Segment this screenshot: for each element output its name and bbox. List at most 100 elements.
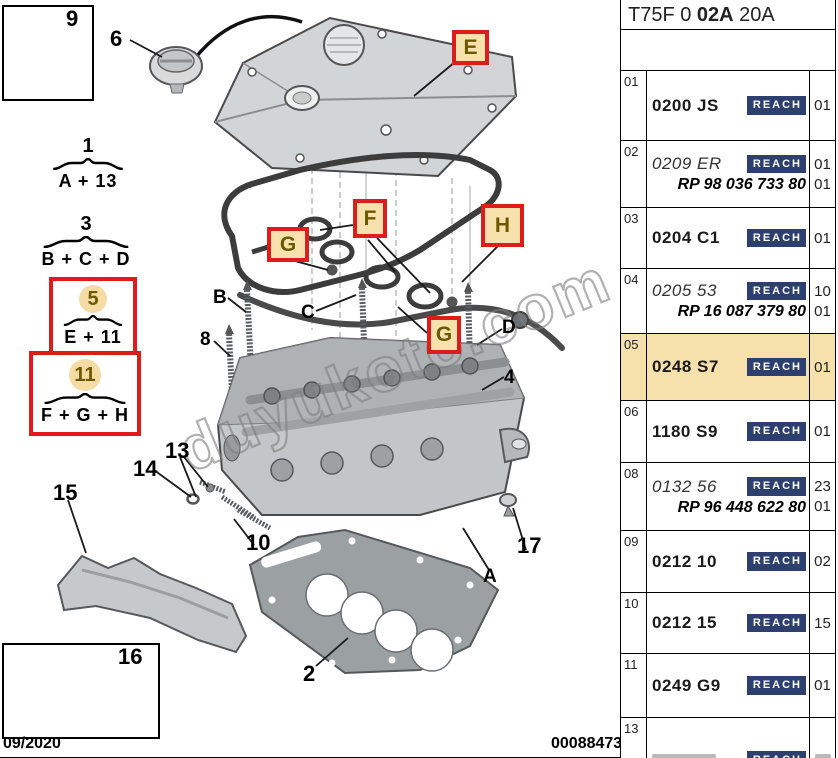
- table-row-08[interactable]: 08 0132 56 REACH RP 96 448 622 80 23 01: [621, 463, 835, 531]
- row-index: 01: [621, 71, 647, 140]
- quantity: 10: [814, 282, 831, 300]
- group-3-number: 3: [80, 213, 92, 235]
- part-code: 0200 JS: [652, 95, 719, 115]
- table-row-09[interactable]: 09 0212 10 REACH 02: [621, 531, 835, 593]
- replacement-part-code: RP 96 448 622 80: [677, 498, 806, 516]
- group-3-formula: B + C + D: [41, 249, 131, 269]
- part-code: 0209 ER: [652, 154, 722, 173]
- brace: [53, 158, 123, 170]
- reach-badge[interactable]: REACH: [746, 422, 806, 441]
- clipped-part-code: [652, 753, 716, 758]
- quantity: 23: [814, 478, 831, 495]
- callout-G-right[interactable]: G: [427, 316, 461, 354]
- rp-quantity: 01: [814, 498, 831, 515]
- row-index: 10: [621, 593, 647, 653]
- label-2: 2: [303, 661, 316, 686]
- row-index: 05: [621, 334, 647, 400]
- callout-F[interactable]: F: [353, 199, 387, 238]
- exploded-diagram-art: [17, 14, 565, 724]
- quantity: 01: [814, 423, 831, 440]
- inset-box-part-9: [2, 5, 94, 101]
- label-4: 4: [504, 367, 515, 388]
- row-index: 02: [621, 141, 647, 207]
- rp-quantity: 01: [814, 302, 831, 320]
- reach-badge[interactable]: REACH: [746, 552, 806, 571]
- part-code: 0132 56: [652, 476, 717, 496]
- group-3: 3 B + C + D: [38, 214, 134, 270]
- label-B: B: [213, 287, 227, 308]
- table-row-03[interactable]: 03 0204 C1 REACH 01: [621, 208, 835, 269]
- quantity: 01: [814, 229, 831, 247]
- reach-badge[interactable]: REACH: [746, 281, 806, 301]
- inset-box-part-16: [2, 643, 160, 739]
- group-1-number: 1: [82, 135, 94, 157]
- group-1: 1 A + 13: [48, 136, 128, 192]
- callout-G-left[interactable]: G: [267, 227, 309, 262]
- reach-badge[interactable]: REACH: [746, 228, 806, 248]
- table-row-13-partial[interactable]: 13 REACH: [621, 718, 835, 758]
- group-5-number: 5: [87, 288, 99, 310]
- catalog-code-header: T75F 0 02A 20A: [621, 0, 835, 30]
- part-code: 0205 53: [652, 281, 717, 300]
- parts-table-panel: T75F 0 02A 20A 01 0200 JS REACH 01 02 02…: [620, 0, 838, 758]
- part-code: 0249 G9: [652, 675, 721, 695]
- breather-pipe: [237, 292, 565, 351]
- clipped-quantity: [814, 754, 831, 758]
- row-index: 03: [621, 208, 647, 268]
- group-11[interactable]: 11 F + G + H: [29, 351, 141, 436]
- label-16: 16: [118, 644, 143, 669]
- leader-lines: [67, 39, 527, 667]
- group-11-formula: F + G + H: [40, 405, 130, 425]
- quantity: 01: [814, 155, 831, 173]
- table-row-11[interactable]: 11 0249 G9 REACH 01: [621, 654, 835, 718]
- quantity: 01: [814, 677, 831, 694]
- brace: [43, 236, 129, 248]
- callout-E[interactable]: E: [452, 30, 489, 65]
- part-code: 0204 C1: [652, 228, 720, 247]
- reach-badge[interactable]: REACH: [746, 154, 806, 174]
- rp-quantity: 01: [814, 175, 831, 193]
- group-5[interactable]: 5 E + 11: [49, 277, 137, 358]
- parts-table: T75F 0 02A 20A 01 0200 JS REACH 01 02 02…: [621, 0, 836, 758]
- quantity: 01: [814, 358, 831, 376]
- row-index: 04: [621, 269, 647, 333]
- table-row-01[interactable]: 01 0200 JS REACH 01: [621, 71, 835, 141]
- part-code: 0248 S7: [652, 357, 719, 376]
- reach-badge[interactable]: REACH: [746, 96, 806, 115]
- reach-badge[interactable]: REACH: [746, 477, 806, 496]
- row-index: 06: [621, 401, 647, 462]
- label-10: 10: [246, 530, 271, 555]
- replacement-part-code: RP 98 036 733 80: [677, 176, 806, 193]
- part-code: 1180 S9: [652, 421, 718, 441]
- label-C: C: [301, 302, 315, 323]
- catalog-code-bold: 02A: [696, 4, 734, 26]
- group-5-formula: E + 11: [64, 327, 122, 347]
- label-9: 9: [66, 6, 79, 31]
- brace: [63, 315, 123, 326]
- reach-badge[interactable]: REACH: [746, 751, 806, 758]
- exploded-diagram-panel: duyukoto.com 9 16 6 B 8 C D 4 13 14 15 1…: [0, 5, 620, 758]
- drawing-number: 00088473: [551, 735, 620, 752]
- label-17: 17: [517, 533, 542, 558]
- reach-badge[interactable]: REACH: [746, 676, 806, 695]
- oil-filler-cap: [149, 46, 203, 94]
- table-row-05-selected[interactable]: 05 0248 S7 REACH 01: [621, 334, 835, 401]
- row-index: 08: [621, 463, 647, 530]
- table-row-10[interactable]: 10 0212 15 REACH 15: [621, 593, 835, 654]
- label-D: D: [502, 317, 516, 338]
- quantity: 01: [814, 97, 831, 114]
- part-code: 0212 10: [652, 551, 717, 571]
- reach-badge[interactable]: REACH: [746, 613, 806, 633]
- plug-part-17: [499, 493, 517, 517]
- valve-cover: [194, 14, 518, 178]
- footer-date: 09/2020: [3, 735, 61, 752]
- reach-badge[interactable]: REACH: [746, 357, 806, 377]
- table-row-06[interactable]: 06 1180 S9 REACH 01: [621, 401, 835, 463]
- table-row-02[interactable]: 02 0209 ER REACH RP 98 036 733 80 01 01: [621, 141, 835, 208]
- label-13: 13: [165, 438, 190, 463]
- alignment-lines: [311, 158, 471, 362]
- callout-H[interactable]: H: [481, 204, 524, 247]
- table-row-04[interactable]: 04 0205 53 REACH RP 16 087 379 80 10 01: [621, 269, 835, 334]
- replacement-part-code: RP 16 087 379 80: [677, 303, 806, 320]
